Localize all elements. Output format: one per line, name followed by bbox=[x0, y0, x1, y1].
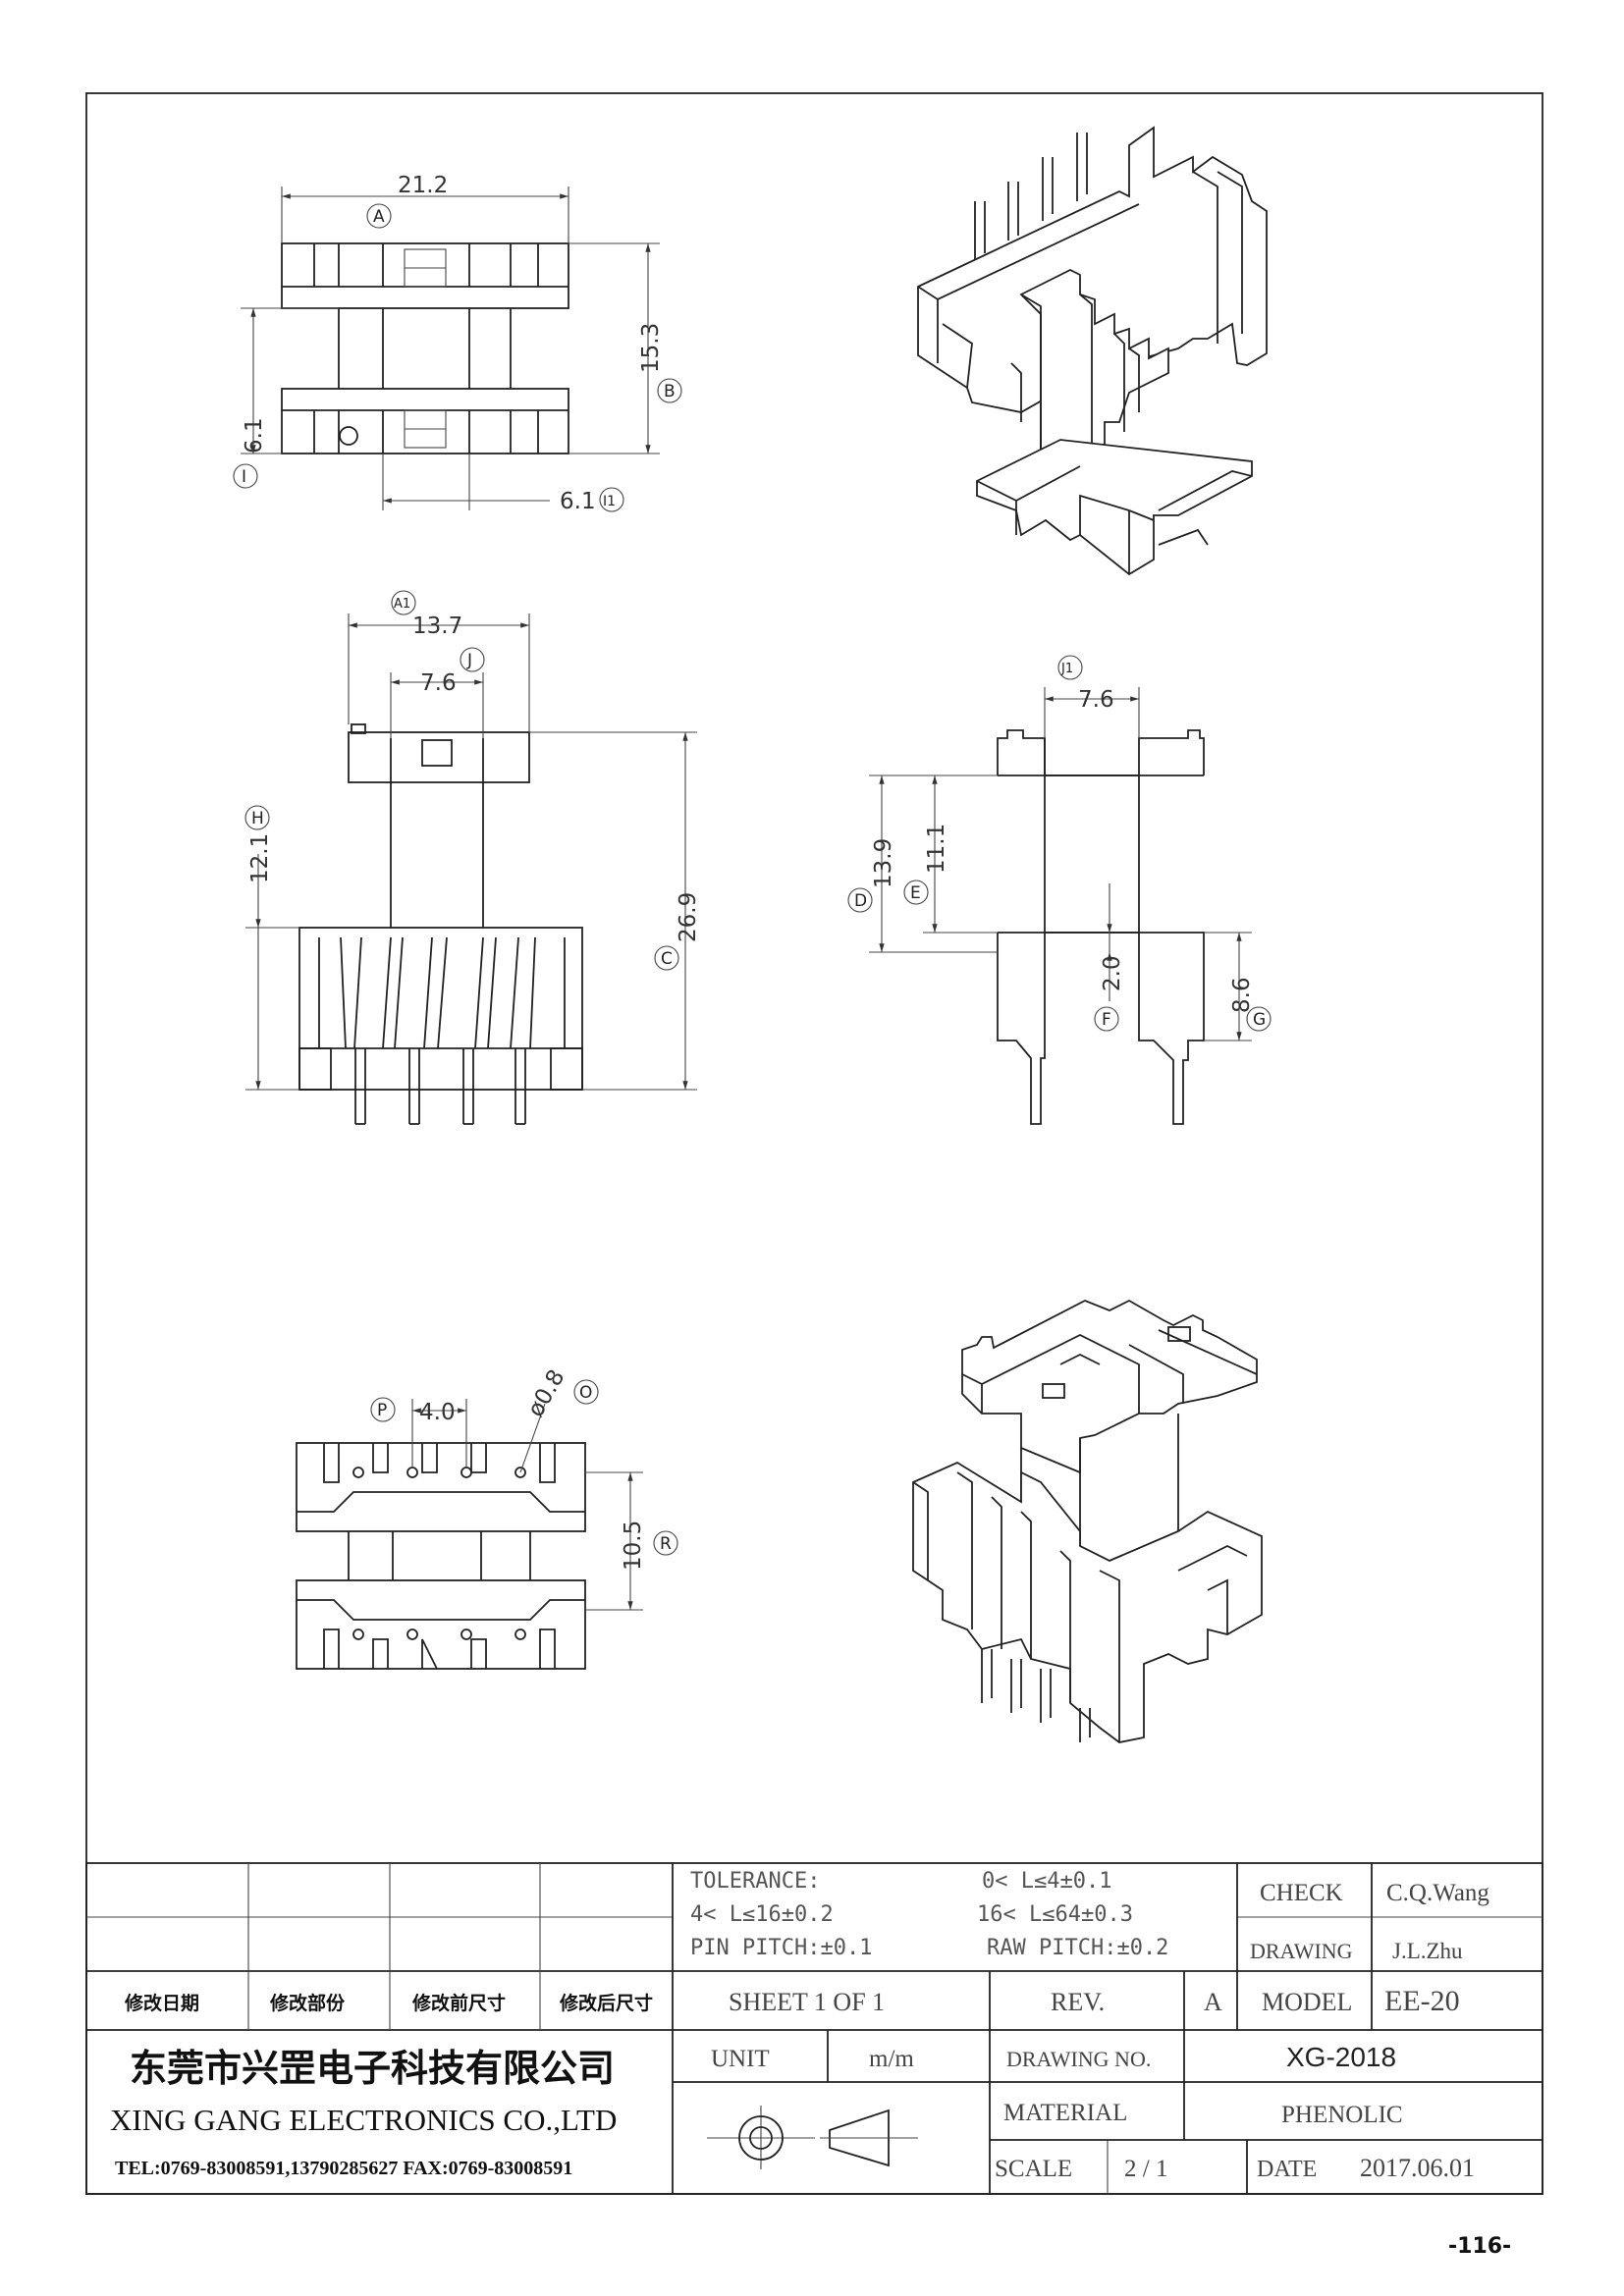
bottom-view: 4.0 P ø0.8 O 10.5 R bbox=[296, 1365, 678, 1670]
unit-label: UNIT bbox=[711, 2046, 770, 2072]
drawing-label: DRAWING bbox=[1250, 1939, 1353, 1963]
page-number: -116- bbox=[1448, 2234, 1511, 2259]
unit-value: m/m bbox=[869, 2046, 914, 2072]
dim-B-value: 15.3 bbox=[638, 323, 664, 373]
drawing-no-value: XG-2018 bbox=[1286, 2042, 1396, 2072]
callout-I1: I1 bbox=[603, 494, 616, 509]
callout-E: E bbox=[910, 883, 921, 903]
callout-J1: J1 bbox=[1060, 662, 1073, 676]
dim-E-value: 11.1 bbox=[924, 824, 949, 874]
side-view: 7.6 J1 13.9 D 11.1 E 2.0 F 8.6 G bbox=[847, 655, 1272, 1125]
front-view: 13.7 A1 7.6 J 12.1 H 26.9 C bbox=[244, 590, 701, 1125]
callout-P: P bbox=[377, 1401, 387, 1420]
dim-G-value: 8.6 bbox=[1229, 977, 1255, 1013]
company-name-cn: 东莞市兴罡电子科技有限公司 bbox=[130, 2047, 615, 2090]
callout-H: H bbox=[251, 809, 264, 828]
dim-F-value: 2.0 bbox=[1100, 955, 1125, 991]
sheet-info: SHEET 1 OF 1 bbox=[729, 1988, 885, 2016]
isometric-view-top bbox=[917, 126, 1268, 576]
dim-O-value: ø0.8 bbox=[523, 1365, 570, 1421]
dim-I1-value: 6.1 bbox=[560, 489, 596, 514]
date-label: DATE bbox=[1257, 2157, 1317, 2182]
tolerance-label: TOLERANCE: bbox=[690, 1869, 820, 1894]
callout-A: A bbox=[373, 207, 385, 227]
rev-header-before: 修改前尺寸 bbox=[411, 1992, 506, 2014]
dim-I-value: 6.1 bbox=[242, 417, 267, 454]
rev-header-part: 修改部份 bbox=[269, 1992, 346, 2014]
callout-F: F bbox=[1102, 1010, 1111, 1030]
tolerance-range-1: 0< L≤4±0.1 bbox=[982, 1869, 1111, 1894]
tolerance-range-3: 16< L≤64±0.3 bbox=[977, 1902, 1133, 1927]
drawing-value: J.L.Zhu bbox=[1392, 1939, 1463, 1963]
rev-label: REV. bbox=[1051, 1988, 1105, 2016]
company-name-en: XING GANG ELECTRONICS CO.,LTD bbox=[110, 2103, 617, 2137]
callout-J: J bbox=[466, 651, 472, 670]
callout-O: O bbox=[579, 1383, 592, 1403]
drawing-no-label: DRAWING NO. bbox=[1006, 2047, 1151, 2071]
raw-pitch: RAW PITCH:±0.2 bbox=[987, 1936, 1168, 1960]
rev-header-date: 修改日期 bbox=[124, 1992, 199, 2014]
dim-H-value: 12.1 bbox=[247, 833, 273, 883]
dim-J-value: 7.6 bbox=[420, 670, 457, 696]
company-contact: TEL:0769-83008591,13790285627 FAX:0769-8… bbox=[115, 2158, 572, 2179]
callout-B: B bbox=[664, 382, 676, 401]
dim-P-value: 4.0 bbox=[419, 1400, 456, 1425]
dim-R-value: 10.5 bbox=[621, 1521, 646, 1571]
dim-J1-value: 7.6 bbox=[1078, 687, 1114, 713]
pin-pitch: PIN PITCH:±0.1 bbox=[690, 1936, 872, 1960]
callout-C: C bbox=[661, 949, 673, 969]
model-value: EE-20 bbox=[1384, 1985, 1460, 2017]
rev-header-after: 修改后尺寸 bbox=[559, 1992, 653, 2014]
title-block: TOLERANCE: 0< L≤4±0.1 4< L≤16±0.2 16< L≤… bbox=[85, 1862, 1543, 2195]
scale-label: SCALE bbox=[995, 2156, 1072, 2182]
material-label: MATERIAL bbox=[1003, 2100, 1127, 2126]
callout-A1: A1 bbox=[394, 597, 410, 612]
rev-value: A bbox=[1204, 1988, 1222, 2016]
model-label: MODEL bbox=[1262, 1988, 1352, 2016]
scale-value: 2 / 1 bbox=[1124, 2156, 1167, 2182]
callout-G: G bbox=[1253, 1010, 1266, 1030]
callout-D: D bbox=[854, 891, 867, 911]
tolerance-range-2: 4< L≤16±0.2 bbox=[690, 1902, 834, 1927]
callout-I: I bbox=[242, 467, 246, 487]
isometric-view-bottom bbox=[912, 1299, 1263, 1743]
check-value: C.Q.Wang bbox=[1386, 1880, 1489, 1906]
material-value: PHENOLIC bbox=[1281, 2102, 1403, 2128]
check-label: CHECK bbox=[1260, 1880, 1343, 1906]
callout-R: R bbox=[660, 1534, 672, 1554]
date-value: 2017.06.01 bbox=[1360, 2154, 1475, 2182]
dim-C-value: 26.9 bbox=[676, 892, 701, 942]
dim-A-value: 21.2 bbox=[398, 173, 448, 198]
projection-symbol-icon bbox=[707, 2106, 918, 2169]
top-view: 21.2 A 15.3 B 6.1 I 6.1 I1 bbox=[233, 173, 682, 514]
dim-D-value: 13.9 bbox=[871, 838, 896, 888]
dim-A1-value: 13.7 bbox=[412, 614, 462, 639]
